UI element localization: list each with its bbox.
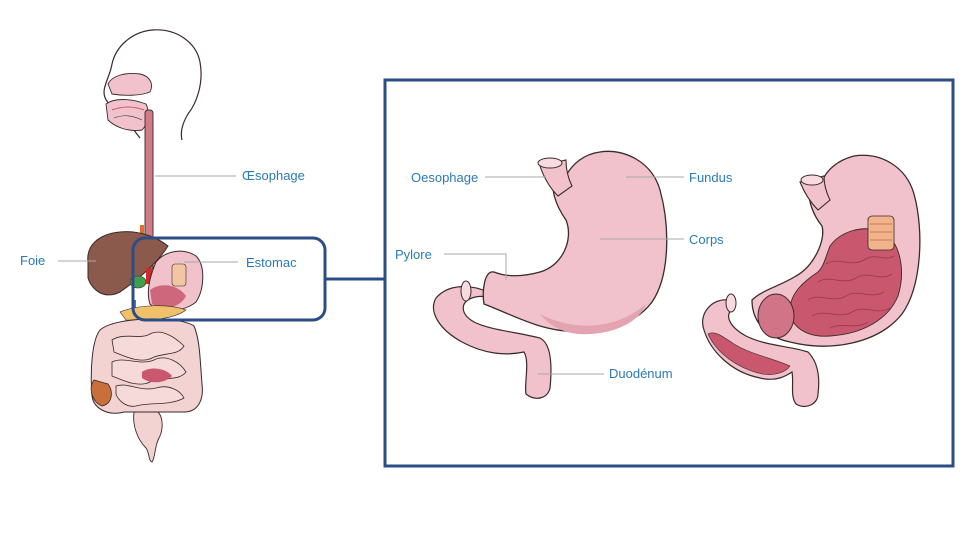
duodenum-shape xyxy=(432,286,552,399)
stomach-cross-section-illustration xyxy=(702,154,921,407)
label-stomach: Estomac xyxy=(246,255,297,270)
nasal-cavity xyxy=(107,73,152,96)
label-fundus: Fundus xyxy=(689,170,733,185)
label-liver: Foie xyxy=(20,253,46,268)
liver xyxy=(87,231,169,296)
label-pylorus: Pylore xyxy=(395,247,432,262)
digestive-system-illustration xyxy=(87,29,204,463)
label-oesophagus: Œsophage xyxy=(242,168,305,183)
pylorus-leader xyxy=(444,253,507,280)
oral-cavity xyxy=(105,99,149,131)
label-duodenum: Duodénum xyxy=(609,366,673,381)
small-intestine xyxy=(111,331,187,407)
stomach-illustration xyxy=(432,150,668,399)
label-detail-oesophagus: Oesophage xyxy=(411,170,479,185)
label-body: Corps xyxy=(689,232,724,247)
